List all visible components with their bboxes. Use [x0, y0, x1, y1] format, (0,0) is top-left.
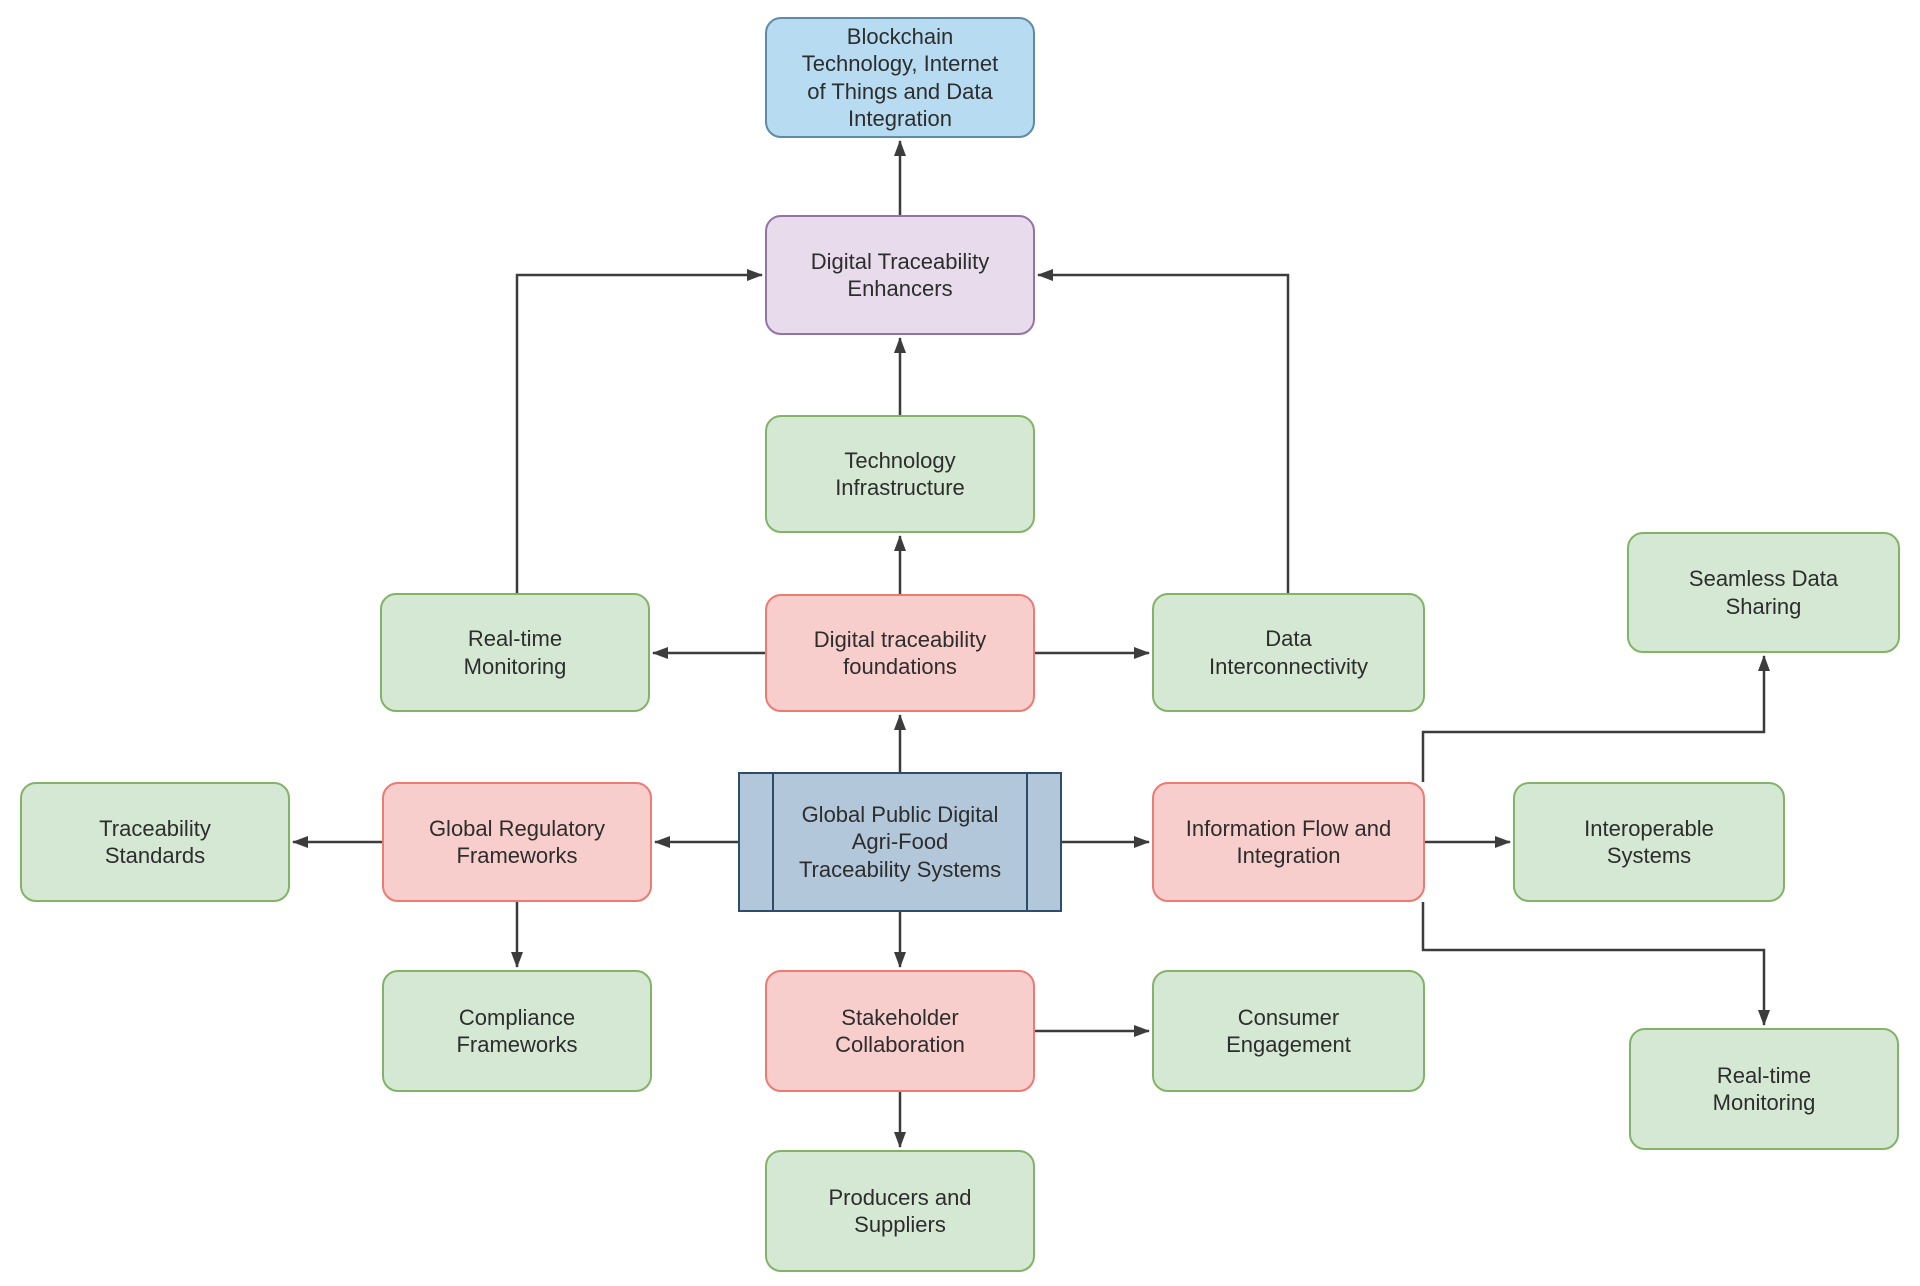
node-digital-traceability-foundations: Digital traceability foundations	[765, 594, 1035, 712]
hub-left-bar	[772, 774, 774, 910]
node-global-regulatory-frameworks: Global Regulatory Frameworks	[382, 782, 652, 902]
edge-information-flow-to-seamless-data-sharing	[1421, 655, 1770, 782]
hub-label: Global Public Digital Agri-Food Traceabi…	[798, 801, 1002, 882]
node-real-time-monitoring-left: Real-time Monitoring	[380, 593, 650, 712]
node-central-hub: Global Public Digital Agri-Food Traceabi…	[738, 772, 1062, 912]
node-traceability-standards: Traceability Standards	[20, 782, 290, 902]
hub-right-bar	[1026, 774, 1028, 910]
node-interoperable-systems: Interoperable Systems	[1513, 782, 1785, 902]
node-blockchain-technology: Blockchain Technology, Internet of Thing…	[765, 17, 1035, 138]
edge-information-flow-to-rtm-right	[1421, 902, 1770, 1026]
node-stakeholder-collaboration: Stakeholder Collaboration	[765, 970, 1035, 1092]
node-consumer-engagement: Consumer Engagement	[1152, 970, 1425, 1092]
node-real-time-monitoring-right: Real-time Monitoring	[1629, 1028, 1899, 1150]
node-technology-infrastructure: Technology Infrastructure	[765, 415, 1035, 533]
node-seamless-data-sharing: Seamless Data Sharing	[1627, 532, 1900, 653]
edge-rtm-left-to-enhancers	[515, 269, 763, 593]
node-data-interconnectivity: Data Interconnectivity	[1152, 593, 1425, 712]
node-digital-traceability-enhancers: Digital Traceability Enhancers	[765, 215, 1035, 335]
edge-data-interconnectivity-to-enhancers	[1037, 269, 1290, 593]
node-producers-and-suppliers: Producers and Suppliers	[765, 1150, 1035, 1272]
node-compliance-frameworks: Compliance Frameworks	[382, 970, 652, 1092]
node-information-flow-integration: Information Flow and Integration	[1152, 782, 1425, 902]
